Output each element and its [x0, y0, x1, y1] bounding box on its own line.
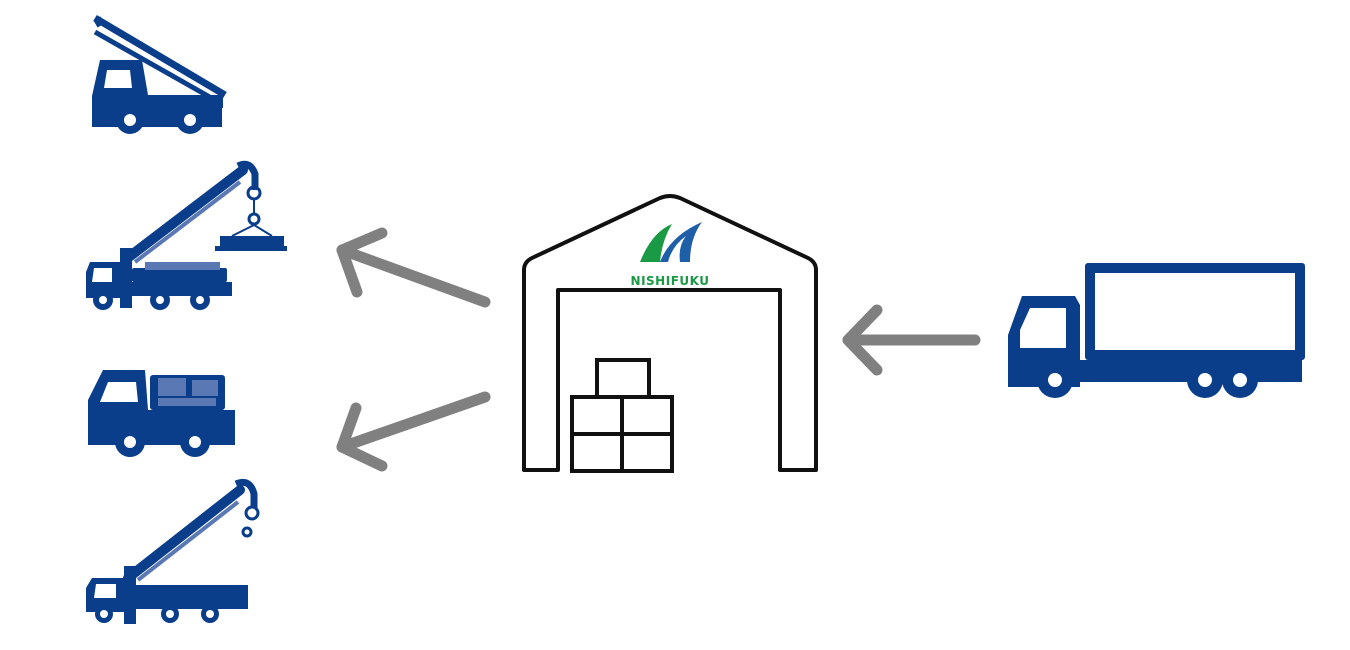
aerial-ladder-truck-icon — [92, 14, 227, 134]
stacked-boxes-icon — [570, 358, 674, 473]
arrow-to-crane-truck — [336, 227, 491, 308]
cargo-truck-icon — [88, 370, 235, 457]
arrow-to-cargo-truck — [336, 391, 491, 472]
box-truck-icon — [1008, 263, 1305, 398]
crane-truck-loaded-icon — [86, 160, 287, 310]
nishifuku-logo: NISHIFUKU — [631, 222, 710, 288]
crane-truck-icon — [86, 478, 260, 624]
logo-text: NISHIFUKU — [631, 274, 710, 288]
arrow-to-warehouse — [842, 304, 981, 376]
warehouse-icon: NISHIFUKU — [522, 194, 818, 473]
